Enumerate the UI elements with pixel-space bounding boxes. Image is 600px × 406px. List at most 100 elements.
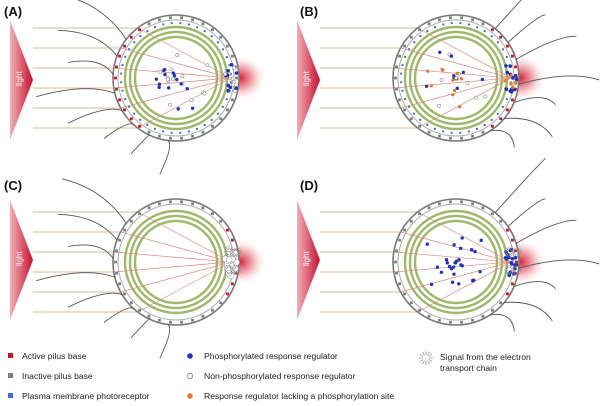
light-beams — [33, 27, 138, 129]
pilus-base — [231, 98, 234, 102]
pilus-base — [511, 98, 514, 102]
response-regulator — [483, 94, 488, 99]
light-beams — [320, 27, 418, 129]
photoreceptor — [146, 30, 149, 33]
response-regulator — [478, 269, 482, 274]
pilus-base — [418, 308, 421, 312]
pilus-base — [115, 271, 118, 275]
response-regulator — [458, 246, 463, 251]
thylakoid-ring — [413, 35, 499, 121]
panel-label-c: (C) — [4, 178, 22, 193]
panel-label-b: (B) — [300, 4, 318, 19]
pilus-base — [118, 98, 121, 102]
pilus-base — [418, 124, 421, 128]
legend-item-photoreceptor: Plasma membrane photoreceptor — [8, 391, 150, 401]
signal-burst-icon — [504, 265, 514, 275]
legend-active-pilus-label: Active pilus base — [22, 351, 87, 361]
pili-filaments — [36, 178, 171, 359]
response-regulator — [171, 77, 175, 81]
pilus-base — [438, 318, 441, 322]
pilus-base — [211, 212, 214, 216]
photoreceptor — [216, 112, 219, 115]
focus-regulator — [514, 81, 518, 85]
photoreceptor — [450, 22, 453, 25]
legend-lacking-site-label: Response regulator lacking a phosphoryla… — [204, 391, 394, 401]
pilus-filament — [68, 60, 114, 75]
pilus-base — [394, 76, 397, 80]
pilus-base — [138, 308, 141, 312]
pilus-base — [201, 206, 205, 210]
response-regulators — [154, 53, 239, 111]
pilus-filament — [159, 140, 171, 175]
response-regulator — [449, 54, 454, 58]
photoreceptor — [413, 112, 416, 115]
pilus-base — [180, 136, 183, 140]
pili-bases — [394, 200, 518, 324]
light-arrow-b: light — [297, 20, 320, 140]
legend: Active pilus base Inactive pilus base Pl… — [8, 351, 531, 401]
photoreceptor — [459, 131, 462, 134]
response-regulator — [163, 67, 167, 72]
pilus-base — [138, 212, 141, 216]
pilus-base — [449, 320, 452, 324]
photoreceptor — [170, 131, 173, 134]
pilus-base — [211, 308, 214, 312]
pilus-base — [231, 282, 234, 286]
photoreceptor — [128, 48, 131, 51]
legend-photoreceptor-label: Plasma membrane photoreceptor — [22, 391, 150, 401]
response-regulator — [165, 77, 170, 82]
focus-regulator — [226, 88, 231, 93]
outer-membrane — [112, 14, 240, 142]
light-label-b: light — [302, 71, 311, 86]
pilus-base — [514, 65, 517, 69]
response-regulator — [435, 265, 440, 269]
panel-b: (B) light — [297, 0, 600, 148]
pilus-filament — [103, 123, 135, 139]
photoreceptor — [203, 123, 206, 126]
response-regulator — [454, 76, 458, 80]
response-regulator — [447, 264, 452, 269]
cell-d — [320, 157, 600, 332]
focus-regulator — [231, 65, 236, 70]
pilus-filament — [504, 117, 553, 138]
panel-label-d: (D) — [300, 178, 318, 193]
focus-regulator — [509, 260, 514, 265]
panel-a: (A) light — [4, 0, 267, 175]
pilus-filament — [515, 35, 577, 60]
pilus-base — [460, 16, 463, 20]
pilus-base — [226, 228, 229, 232]
pilus-base — [211, 124, 214, 128]
focus-regulator — [229, 62, 234, 67]
signal-burst-icon — [232, 247, 242, 257]
pilus-base — [395, 65, 398, 69]
pilus-filament — [489, 314, 515, 332]
light-label-a: light — [15, 71, 24, 86]
photoreceptor — [442, 23, 445, 26]
pilus-filament — [513, 281, 556, 290]
photoreceptor — [139, 35, 142, 38]
active-pilus-swatch — [8, 353, 13, 358]
pilus-base — [481, 206, 485, 210]
pilus-base — [180, 16, 183, 20]
focus-regulator — [226, 68, 230, 73]
focus-regulator — [514, 77, 519, 82]
pilus-filament — [489, 130, 515, 148]
light-arrow-a: light — [10, 20, 33, 140]
response-regulator — [171, 71, 176, 75]
response-regulator — [169, 67, 174, 72]
pilus-base — [398, 282, 401, 286]
inner-membrane — [397, 203, 515, 321]
photoreceptor — [146, 123, 149, 126]
pilus-base — [471, 18, 474, 22]
photoreceptor — [221, 105, 224, 108]
photoreceptor — [400, 72, 403, 75]
pilus-base — [226, 44, 229, 48]
pilus-filament — [515, 219, 577, 244]
pilus-base — [449, 200, 452, 204]
response-regulator — [452, 74, 456, 78]
pilus-base — [219, 117, 223, 121]
pilus-base — [511, 238, 514, 242]
pilus-base — [118, 54, 121, 58]
focus-regulator — [226, 83, 231, 88]
